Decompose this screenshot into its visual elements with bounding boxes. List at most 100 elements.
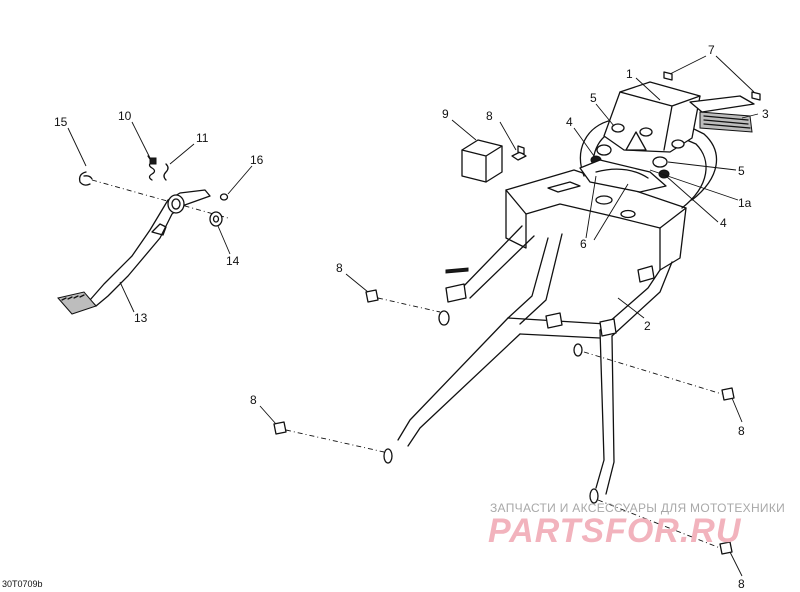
leader-8a xyxy=(345,273,369,293)
leader-7b xyxy=(715,55,755,93)
mount-tab-center xyxy=(545,312,563,329)
latch-cone xyxy=(625,131,647,151)
leader-14 xyxy=(67,127,87,167)
leader-8d xyxy=(729,551,743,577)
callout-4-right: 4 xyxy=(720,216,727,230)
leader-13 xyxy=(217,225,231,255)
top-plate-side xyxy=(505,189,687,271)
watermark-logo: PARTSFOR.RU xyxy=(488,512,742,550)
brake-pedal xyxy=(89,189,211,307)
leader-3 xyxy=(741,113,759,119)
grommet-c xyxy=(671,139,685,149)
mount-tab-left xyxy=(445,283,467,303)
washer xyxy=(209,211,223,227)
mount-eye-lower-right xyxy=(589,488,599,504)
bolt-8-lower-left xyxy=(273,421,287,435)
seat-bracket-group xyxy=(579,71,761,193)
tail-light-housing xyxy=(689,95,755,113)
right-arm xyxy=(599,261,673,337)
pedal-pivot-boss xyxy=(167,194,185,214)
left-arm xyxy=(459,225,535,299)
pedal-foot-peg-teeth xyxy=(61,294,85,301)
leader-6b xyxy=(593,183,629,241)
electrical-box-edge xyxy=(461,145,503,183)
latch-plate xyxy=(579,159,667,193)
bolt-8-bottom-right xyxy=(719,541,733,555)
callout-13: 14 xyxy=(226,254,240,268)
mount-eye-left xyxy=(438,310,450,326)
leader-11 xyxy=(169,143,195,165)
bolt-7-right xyxy=(751,91,761,101)
bolt-8-right xyxy=(721,387,735,401)
callout-1: 1 xyxy=(626,67,633,81)
leader-4a xyxy=(573,127,595,157)
leader-7a xyxy=(669,55,707,75)
callout-4-upper: 4 xyxy=(566,115,573,129)
grommet-d xyxy=(596,144,612,156)
callout-10: 10 xyxy=(118,109,132,123)
washer-hole xyxy=(212,215,220,223)
leader-2 xyxy=(617,297,645,319)
seat-bracket-edge xyxy=(619,91,701,151)
callout-8-right: 8 xyxy=(738,424,745,438)
grommet-e xyxy=(652,156,668,168)
mount-tab-arm-right xyxy=(637,265,655,283)
upper-rail-right-inner xyxy=(681,137,707,209)
leader-1 xyxy=(635,77,661,101)
callout-15: 16 xyxy=(250,153,264,167)
center-rail xyxy=(507,233,563,325)
callout-16: 8 xyxy=(486,109,493,123)
retaining-clip xyxy=(78,171,93,186)
leader-4b xyxy=(665,175,719,223)
brake-pedal-assembly xyxy=(57,155,229,315)
callout-14: 15 xyxy=(54,115,68,129)
leader-10 xyxy=(131,121,151,159)
axis-8-bottom-right xyxy=(597,499,721,549)
leader-5a xyxy=(595,103,615,127)
upper-rail-right xyxy=(687,125,718,201)
leader-12 xyxy=(119,281,135,313)
callout-8-bottom-right: 8 xyxy=(738,577,745,591)
callout-8-lower-left: 8 xyxy=(250,393,257,407)
callout-3: 3 xyxy=(762,107,769,121)
mount-eye-lower-left xyxy=(383,448,393,464)
tail-light-ribs xyxy=(703,115,751,129)
grommet-b xyxy=(639,127,653,137)
leader-lines xyxy=(67,55,759,577)
leader-16 xyxy=(499,121,517,151)
electrical-box xyxy=(461,139,503,183)
leader-8b xyxy=(259,405,277,425)
leader-15 xyxy=(227,165,253,195)
callout-12: 13 xyxy=(134,311,148,325)
callout-7: 7 xyxy=(708,43,715,57)
leader-9 xyxy=(451,119,477,141)
latch-plate-cutout xyxy=(595,168,649,179)
watermark-caption: ЗАПЧАСТИ И АКСЕССУАРЫ ДЛЯ МОТОТЕХНИКИ xyxy=(490,501,786,515)
strap-piece xyxy=(445,267,469,274)
bolt-16 xyxy=(517,145,525,155)
axis-8-upper-left xyxy=(377,297,441,313)
right-down-tube xyxy=(595,329,615,495)
axis-8-right xyxy=(583,351,723,395)
leader-1a xyxy=(649,169,739,201)
callout-5-right: 5 xyxy=(738,164,745,178)
mounting-bolts xyxy=(273,289,735,555)
top-plate-slot xyxy=(547,181,581,193)
grommet-a xyxy=(611,123,625,133)
top-plate-hole-a xyxy=(595,195,613,205)
spring-body xyxy=(149,157,157,165)
callout-labels: 15 10 11 16 14 13 9 8 8 8 8 8 1 7 3 5 5 … xyxy=(54,43,769,591)
mount-tab-right xyxy=(599,318,617,337)
axis-8-lower-left xyxy=(285,429,385,453)
mount-eye-right xyxy=(573,343,583,357)
top-plate-hole-b xyxy=(620,209,636,219)
pedal-pivot-hole xyxy=(171,198,181,210)
callout-1a: 1a xyxy=(738,196,752,210)
callout-8-upper-left: 8 xyxy=(336,261,343,275)
figure-code: 30T0709b xyxy=(2,579,43,589)
callout-11: 11 xyxy=(196,131,209,145)
callout-6-a: 6 xyxy=(580,237,587,251)
callout-9: 9 xyxy=(442,107,449,121)
callout-2: 2 xyxy=(644,319,651,333)
callout-5-upper: 5 xyxy=(590,91,597,105)
